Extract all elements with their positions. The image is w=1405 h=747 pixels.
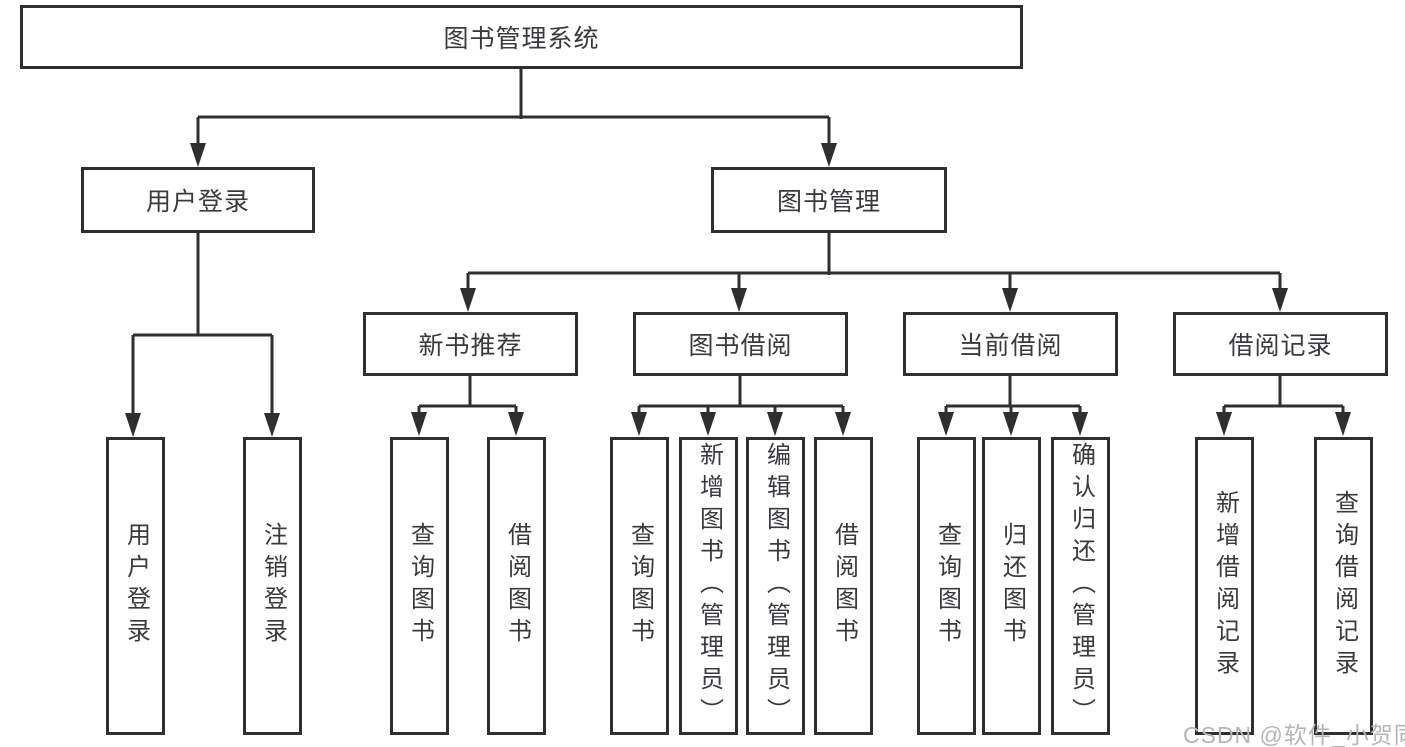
node-user-login-label: 用户登录 <box>145 188 250 216</box>
leaf-add-books-admin-label: 新增图书（管理员） <box>695 442 723 730</box>
leaf-logout: 注销登录 <box>243 437 302 735</box>
node-new-book-recommendation-label: 新书推荐 <box>418 332 523 360</box>
arrowheads <box>125 143 1351 437</box>
leaf-confirm-return-admin: 确认归还（管理员） <box>1051 437 1110 735</box>
leaf-return-books: 归还图书 <box>982 437 1041 735</box>
leaf-query-books-borrowing: 查询图书 <box>610 437 669 735</box>
leaf-borrow-books-newbooks-label: 借阅图书 <box>503 522 531 650</box>
connector-newbooks-to-leaves <box>417 376 518 415</box>
connector-userlogin-to-leaves <box>131 232 274 416</box>
leaf-return-books-label: 归还图书 <box>998 522 1026 650</box>
node-book-management: 图书管理 <box>711 167 947 233</box>
leaf-query-borrow-record: 查询借阅记录 <box>1314 437 1373 735</box>
node-borrowing-records: 借阅记录 <box>1173 312 1388 376</box>
connector-bookborrow-to-leaves <box>637 376 845 415</box>
node-root-system: 图书管理系统 <box>20 5 1023 69</box>
leaf-add-books-admin: 新增图书（管理员） <box>679 437 738 735</box>
leaf-query-books-borrowing-label: 查询图书 <box>626 522 654 650</box>
leaf-add-borrow-record-label: 新增借阅记录 <box>1211 490 1239 682</box>
node-root-label: 图书管理系统 <box>443 25 600 53</box>
node-book-management-label: 图书管理 <box>776 188 881 216</box>
csdn-watermark: CSDN @软件_小贺同学 <box>1183 722 1405 747</box>
leaf-query-books-current: 查询图书 <box>917 437 976 735</box>
node-borrowing-records-label: 借阅记录 <box>1228 332 1333 360</box>
leaf-query-books-newbooks-label: 查询图书 <box>406 522 434 650</box>
leaf-query-borrow-record-label: 查询借阅记录 <box>1330 490 1358 682</box>
leaf-add-borrow-record: 新增借阅记录 <box>1195 437 1254 735</box>
leaf-borrow-books-borrowing-label: 借阅图书 <box>830 522 858 650</box>
leaf-edit-books-admin-label: 编辑图书（管理员） <box>762 442 790 730</box>
connector-currentborrow-to-leaves <box>944 376 1082 415</box>
leaf-user-login-label: 用户登录 <box>122 522 150 650</box>
leaf-user-login: 用户登录 <box>106 437 165 735</box>
node-current-borrowing-label: 当前借阅 <box>958 332 1063 360</box>
leaf-edit-books-admin: 编辑图书（管理员） <box>746 437 805 735</box>
leaf-borrow-books-newbooks: 借阅图书 <box>487 437 546 735</box>
connector-records-to-leaves <box>1222 376 1345 415</box>
node-new-book-recommendation: 新书推荐 <box>363 312 578 376</box>
leaf-logout-label: 注销登录 <box>259 522 287 650</box>
node-book-borrowing: 图书借阅 <box>633 312 848 376</box>
node-user-login: 用户登录 <box>81 167 315 233</box>
leaf-borrow-books-borrowing: 借阅图书 <box>814 437 873 735</box>
node-book-borrowing-label: 图书借阅 <box>688 332 793 360</box>
leaf-query-books-current-label: 查询图书 <box>933 522 961 650</box>
connector-root-to-level2 <box>196 68 831 146</box>
leaf-confirm-return-admin-label: 确认归还（管理员） <box>1067 442 1095 730</box>
connector-bookmgmt-to-level3 <box>466 232 1282 291</box>
leaf-query-books-newbooks: 查询图书 <box>390 437 449 735</box>
node-current-borrowing: 当前借阅 <box>903 312 1118 376</box>
